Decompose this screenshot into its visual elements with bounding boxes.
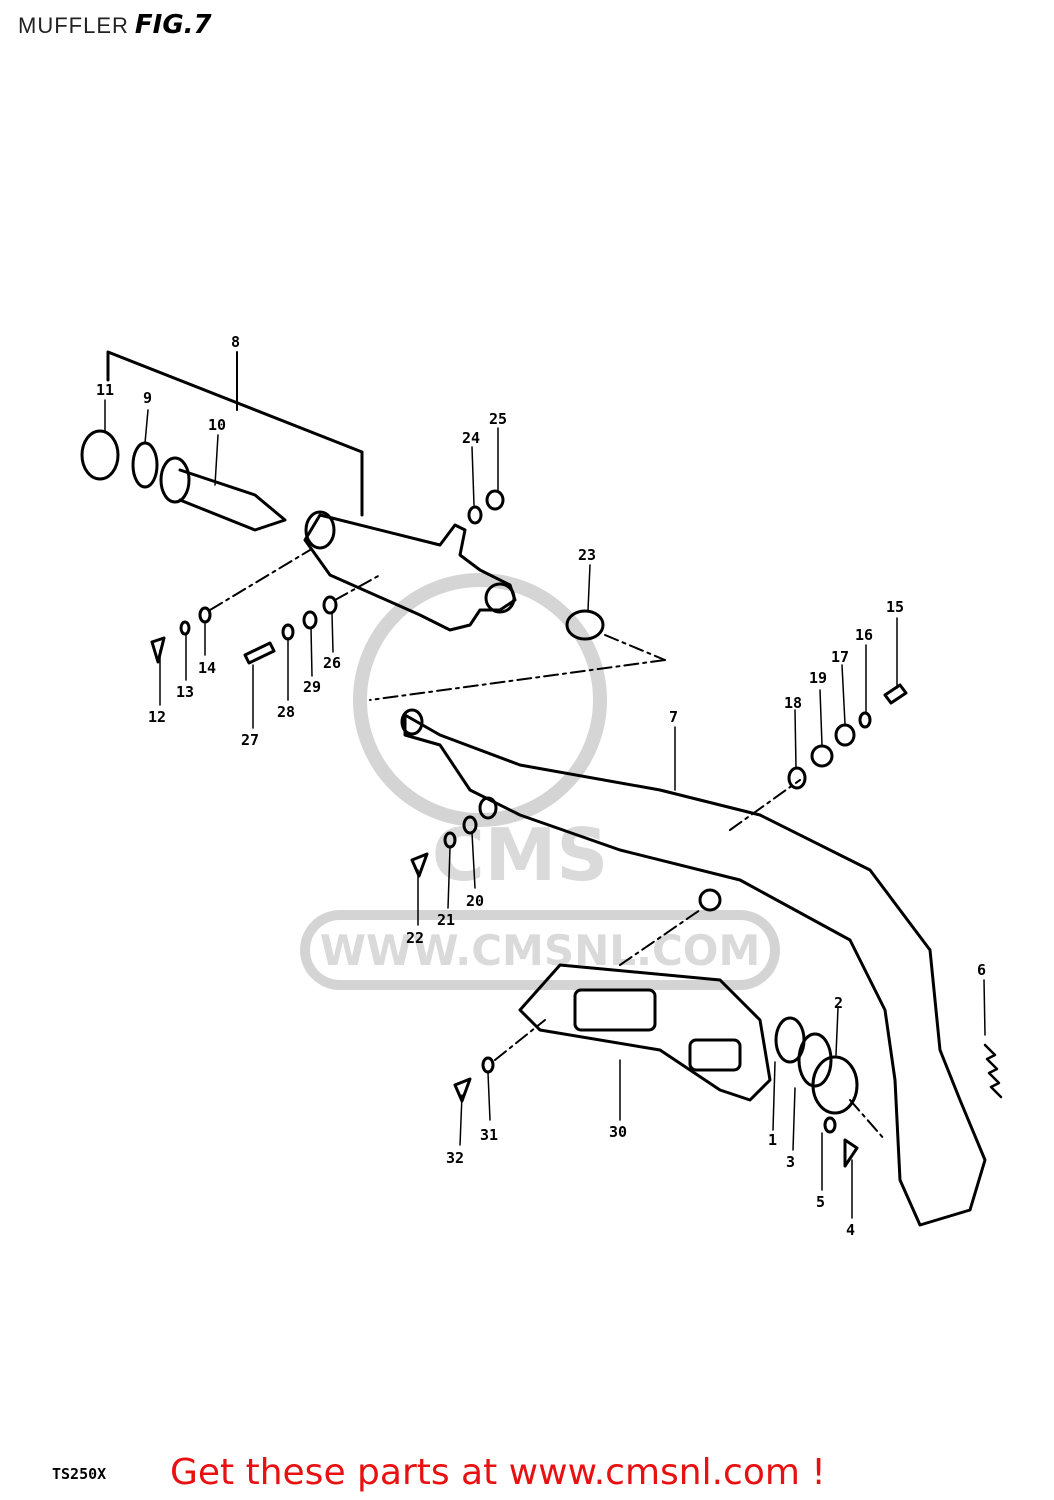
exhaust-chamber <box>400 708 987 1227</box>
callout-3: 3 <box>786 1153 795 1171</box>
callout-20: 20 <box>466 892 484 910</box>
callout-labels: 1 2 3 4 5 6 7 8 9 10 11 12 13 14 15 16 1… <box>96 333 986 1239</box>
callout-15: 15 <box>886 598 904 616</box>
cms-watermark: CMS WWW.CMSNL.COM <box>300 573 780 990</box>
callout-27: 27 <box>241 731 259 749</box>
callout-9: 9 <box>143 389 152 407</box>
tailpipe-insert <box>80 429 287 532</box>
callout-23: 23 <box>578 546 596 564</box>
callout-29: 29 <box>303 678 321 696</box>
callout-14: 14 <box>198 659 216 677</box>
callout-26: 26 <box>323 654 341 672</box>
callout-2: 2 <box>834 994 843 1012</box>
callout-12: 12 <box>148 708 166 726</box>
assembly-bracket <box>106 350 364 517</box>
callout-5: 5 <box>816 1193 825 1211</box>
callout-10: 10 <box>208 416 226 434</box>
callout-13: 13 <box>176 683 194 701</box>
callout-30: 30 <box>609 1123 627 1141</box>
callout-22: 22 <box>406 929 424 947</box>
callout-4: 4 <box>846 1221 855 1239</box>
silencer-body <box>303 510 517 632</box>
figure-number: FIG.7 <box>134 10 212 40</box>
heat-guard <box>518 963 772 1102</box>
callout-24: 24 <box>462 429 480 447</box>
callout-17: 17 <box>831 648 849 666</box>
callout-6: 6 <box>977 961 986 979</box>
callout-16: 16 <box>855 626 873 644</box>
callout-1: 1 <box>768 1131 777 1149</box>
diagram-title: MUFFLER <box>18 13 129 38</box>
callout-8: 8 <box>231 333 240 351</box>
diagram-header: MUFFLER FIG.7 <box>18 10 212 50</box>
callout-25: 25 <box>489 410 507 428</box>
callout-31: 31 <box>480 1126 498 1144</box>
callout-11: 11 <box>96 381 114 399</box>
callout-19: 19 <box>809 669 827 687</box>
callout-32: 32 <box>446 1149 464 1167</box>
callout-21: 21 <box>437 911 455 929</box>
callout-7: 7 <box>669 708 678 726</box>
watermark-logo: CMS <box>432 813 608 897</box>
promo-link[interactable]: Get these parts at www.cmsnl.com ! <box>170 1452 826 1493</box>
callout-18: 18 <box>784 694 802 712</box>
model-code: TS250X <box>52 1465 107 1483</box>
callout-28: 28 <box>277 703 295 721</box>
watermark-url: WWW.CMSNL.COM <box>320 926 761 975</box>
